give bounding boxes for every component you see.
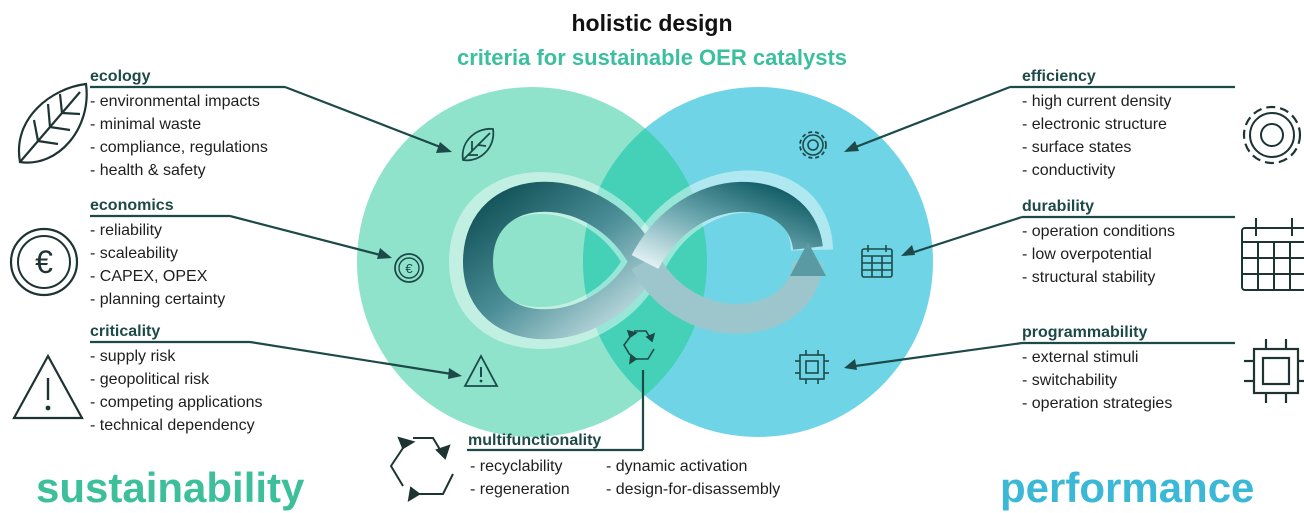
recycle-small-icon (623, 329, 656, 365)
economics-block: economics reliability scaleability CAPEX… (90, 197, 225, 311)
ecology-item: health & safety (90, 159, 268, 182)
gear-icon (1242, 105, 1302, 165)
criticality-block: criticality supply risk geopolitical ris… (90, 323, 263, 437)
efficiency-item: conductivity (1022, 159, 1171, 182)
criticality-item: supply risk (90, 345, 263, 368)
chip-icon (1244, 339, 1304, 403)
economics-item: scaleability (90, 242, 225, 265)
durability-item: low overpotential (1022, 243, 1175, 266)
criticality-item: competing applications (90, 391, 263, 414)
programmability-item: switchability (1022, 369, 1172, 392)
efficiency-title: efficiency (1022, 68, 1096, 85)
criticality-title: criticality (90, 323, 161, 340)
euro-coin-icon: € (9, 227, 79, 297)
connector-lines (90, 85, 1235, 452)
programmability-item: operation strategies (1022, 392, 1173, 415)
economics-item: CAPEX, OPEX (90, 265, 225, 288)
ecology-title: ecology (90, 68, 151, 85)
ecology-item: compliance, regulations (90, 136, 268, 159)
ecology-item: environmental impacts (90, 90, 268, 113)
multifunctionality-item: design-for-disassembly (606, 478, 781, 501)
economics-title: economics (90, 197, 174, 214)
durability-block: durability operation conditions low over… (1022, 198, 1175, 289)
programmability-title: programmability (1022, 324, 1148, 341)
durability-item: structural stability (1022, 266, 1175, 289)
multifunctionality-item: dynamic activation (606, 455, 780, 478)
leaf-small-icon (461, 128, 495, 162)
efficiency-item: electronic structure (1022, 113, 1171, 136)
criticality-list: supply risk geopolitical risk competing … (90, 345, 263, 437)
criticality-item: geopolitical risk (90, 368, 263, 391)
warning-small-icon (463, 354, 499, 387)
economics-list: reliability scaleability CAPEX, OPEX pla… (90, 219, 225, 311)
recycle-icon (389, 436, 454, 502)
performance-label: performance (1000, 464, 1255, 511)
durability-item: operation conditions (1022, 220, 1175, 243)
euro-coin-small-icon: € (394, 253, 424, 283)
ecology-block: ecology environmental impacts minimal wa… (90, 68, 268, 182)
svg-text:€: € (35, 244, 53, 280)
page-title: holistic design (571, 10, 733, 36)
efficiency-block: efficiency high current density electron… (1022, 68, 1171, 182)
warning-icon (12, 353, 84, 420)
calendar-small-icon (861, 245, 893, 278)
gear-small-icon (799, 131, 827, 159)
durability-title: durability (1022, 198, 1095, 215)
efficiency-item: high current density (1022, 90, 1172, 113)
programmability-list: external stimuli switchability operation… (1022, 346, 1173, 415)
infinity-arrowhead (790, 242, 826, 276)
connector-arrowheads (377, 141, 915, 379)
svg-text:€: € (405, 261, 413, 276)
infinity-loop (448, 170, 833, 349)
multifunctionality-item: regeneration (470, 478, 570, 501)
economics-item: reliability (90, 219, 225, 242)
leaf-icon (17, 82, 88, 164)
efficiency-item: surface states (1022, 136, 1171, 159)
economics-item: planning certainty (90, 288, 225, 311)
efficiency-list: high current density electronic structur… (1022, 90, 1172, 182)
programmability-block: programmability external stimuli switcha… (1022, 324, 1172, 415)
ecology-item: minimal waste (90, 113, 268, 136)
criticality-item: technical dependency (90, 414, 263, 437)
calendar-icon (1241, 218, 1304, 291)
chip-small-icon (795, 350, 829, 384)
page-subtitle: criteria for sustainable OER catalysts (456, 45, 848, 70)
multifunctionality-list-right: dynamic activation design-for-disassembl… (606, 455, 781, 501)
ecology-list: environmental impacts minimal waste comp… (90, 90, 268, 182)
multifunctionality-title: multifunctionality (468, 432, 602, 449)
multifunctionality-list-left: recyclability regeneration (470, 455, 570, 501)
multifunctionality-item: recyclability (470, 455, 570, 478)
durability-list: operation conditions low overpotential s… (1022, 220, 1175, 289)
sustainability-label: sustainability (36, 464, 305, 511)
overlap-region (583, 87, 707, 437)
programmability-item: external stimuli (1022, 346, 1172, 369)
